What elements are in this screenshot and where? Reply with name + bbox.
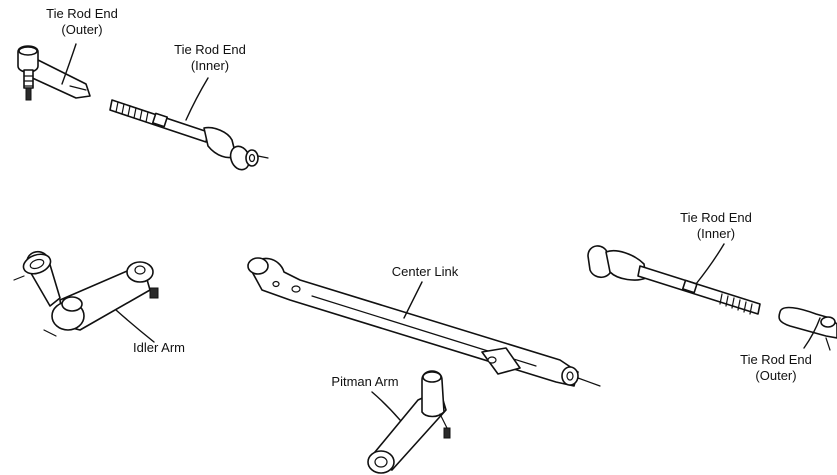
label-tie-rod-inner-left: Tie Rod End (Inner) bbox=[164, 42, 256, 74]
label-tie-rod-inner-right: Tie Rod End (Inner) bbox=[670, 210, 762, 242]
label-idler-arm: Idler Arm bbox=[118, 340, 200, 356]
label-line-2: (Inner) bbox=[164, 58, 256, 74]
label-line-2: (Outer) bbox=[730, 368, 822, 384]
tie-rod-outer-left-part bbox=[18, 46, 90, 100]
tie-rod-outer-right-part bbox=[779, 308, 837, 350]
idler-arm-part bbox=[14, 251, 158, 336]
label-center-link: Center Link bbox=[380, 264, 470, 280]
label-line-1: Tie Rod End bbox=[36, 6, 128, 22]
tie-rod-inner-right-part bbox=[588, 246, 760, 314]
label-tie-rod-outer-right: Tie Rod End (Outer) bbox=[730, 352, 822, 384]
label-line-1: Tie Rod End bbox=[730, 352, 822, 368]
leader-pitman-arm bbox=[372, 392, 400, 420]
label-line-1: Tie Rod End bbox=[670, 210, 762, 226]
leader-tie-rod-inner-left bbox=[186, 78, 208, 120]
label-tie-rod-outer-left: Tie Rod End (Outer) bbox=[36, 6, 128, 38]
leader-center-link bbox=[404, 282, 422, 318]
label-line-2: (Inner) bbox=[670, 226, 762, 242]
label-line-2: (Outer) bbox=[36, 22, 128, 38]
label-pitman-arm: Pitman Arm bbox=[320, 374, 410, 390]
tie-rod-inner-left-part bbox=[110, 100, 268, 172]
leader-idler-arm bbox=[116, 310, 154, 342]
leader-tie-rod-inner-right bbox=[696, 244, 724, 284]
label-line-1: Tie Rod End bbox=[164, 42, 256, 58]
